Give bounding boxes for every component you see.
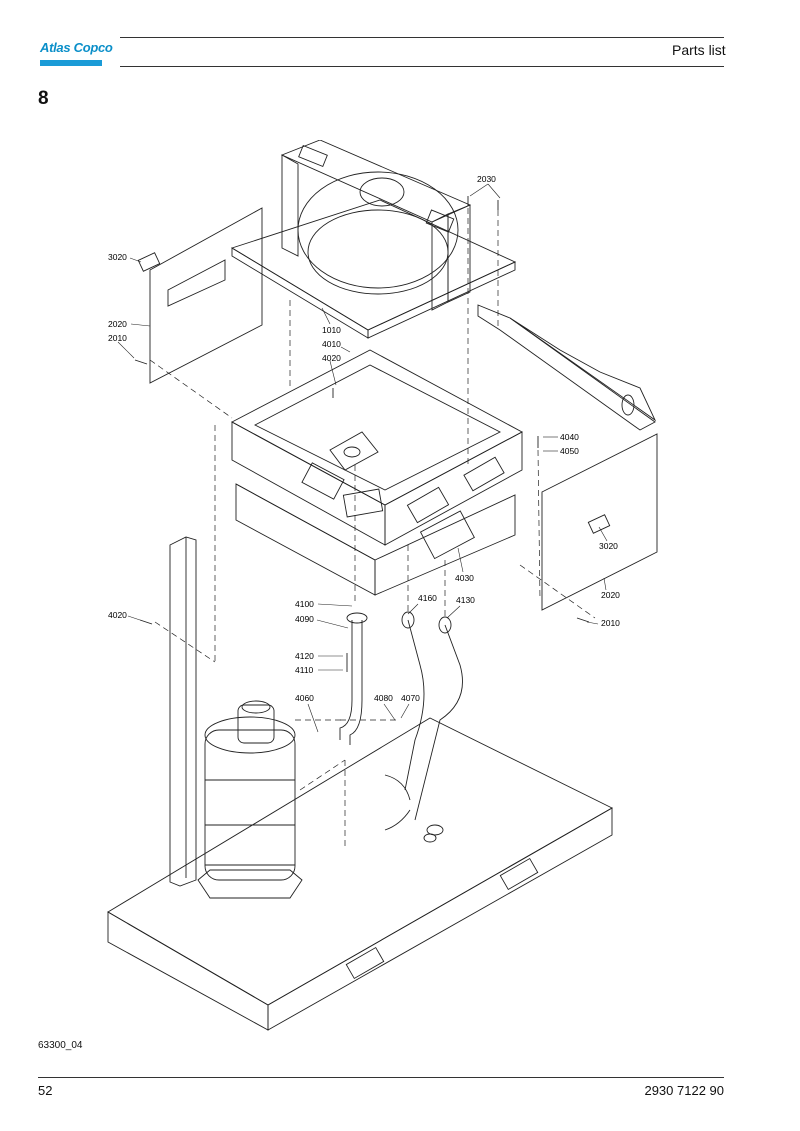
callout-4010: 4010	[322, 339, 341, 349]
left-side-panel	[137, 207, 263, 384]
callout-2030: 2030	[477, 174, 496, 184]
logo-bar	[40, 60, 102, 66]
document-number: 2930 7122 90	[644, 1083, 724, 1098]
callout-2010: 2010	[601, 618, 620, 628]
assembly-lines	[149, 208, 596, 848]
callout-4160: 4160	[418, 593, 437, 603]
condenser-block	[235, 483, 516, 596]
footer-rule	[38, 1077, 724, 1078]
base-plate	[107, 717, 613, 1031]
callout-4060: 4060	[295, 693, 314, 703]
fan-assembly	[230, 140, 517, 339]
callout-4130: 4130	[456, 595, 475, 605]
callout-4030: 4030	[455, 573, 474, 583]
compressor	[197, 700, 303, 899]
condenser-frame	[231, 349, 523, 546]
callout-4020: 4020	[322, 353, 341, 363]
header-rule-bottom	[120, 66, 724, 67]
callout-1010: 1010	[322, 325, 341, 335]
callout-4100: 4100	[295, 599, 314, 609]
callout-3020: 3020	[108, 252, 127, 262]
callout-4120: 4120	[295, 651, 314, 661]
callout-4050: 4050	[560, 446, 579, 456]
callout-2020: 2020	[108, 319, 127, 329]
section-title: Parts list	[672, 42, 726, 58]
section-number: 8	[38, 88, 49, 109]
callout-2020: 2020	[601, 590, 620, 600]
callout-4070: 4070	[401, 693, 420, 703]
pipes	[339, 611, 463, 831]
logo-wordmark: Atlas Copco	[40, 40, 113, 55]
page-number: 52	[38, 1083, 53, 1098]
leader-lines	[117, 183, 608, 733]
drawing-number: 63300_04	[38, 1040, 83, 1051]
callout-4110: 4110	[295, 665, 314, 675]
exploded-parts-drawing: 2030 3020 2020 2010 1010 4010 4020 4040 …	[107, 140, 658, 1031]
callout-4040: 4040	[560, 432, 579, 442]
callout-4090: 4090	[295, 614, 314, 624]
right-side-panel	[541, 433, 658, 611]
callout-4020: 4020	[108, 610, 127, 620]
right-frame	[477, 304, 657, 431]
fasteners	[134, 196, 590, 672]
atlas-copco-logo: Atlas Copco	[40, 38, 113, 66]
vertical-post	[169, 536, 197, 887]
header-rule-top	[120, 37, 724, 38]
callout-2010: 2010	[108, 333, 127, 343]
callout-3020: 3020	[599, 541, 618, 551]
callout-4080: 4080	[374, 693, 393, 703]
